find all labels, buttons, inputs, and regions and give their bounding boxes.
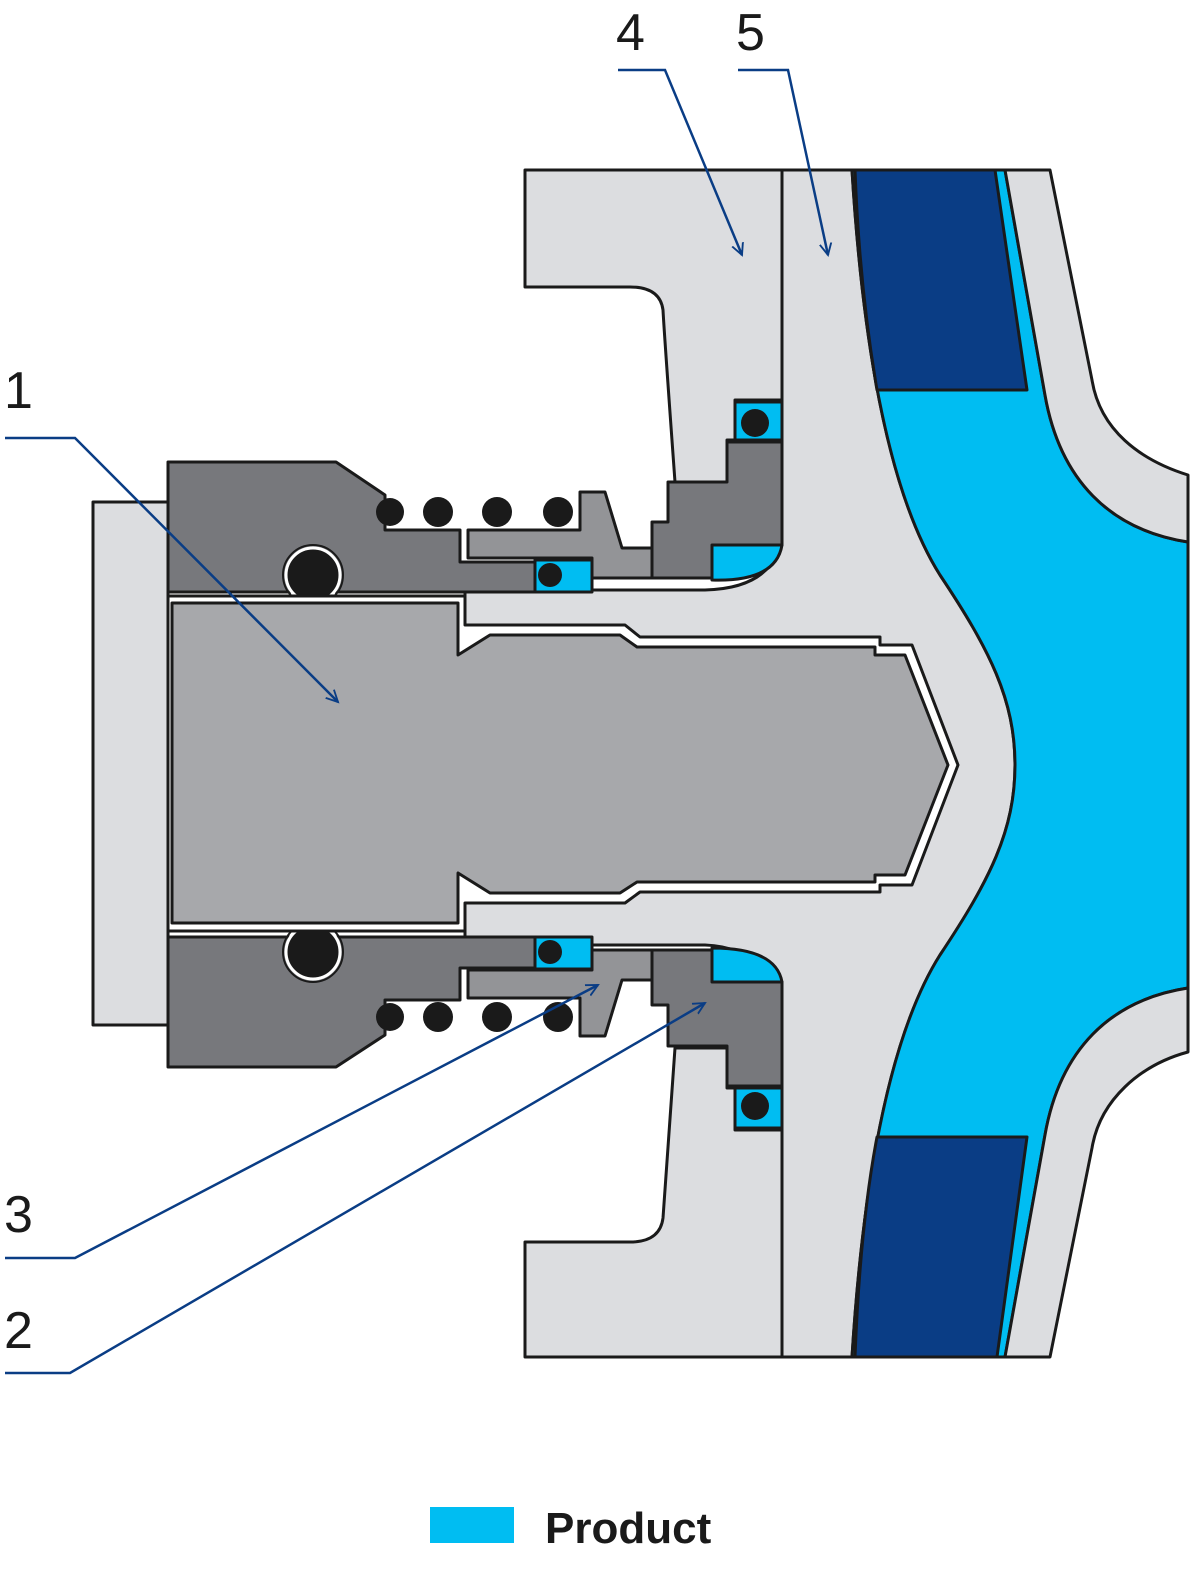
- drive-shaft-housing: [91, 500, 170, 1027]
- callout-2: 2: [4, 1302, 33, 1360]
- leader-line-4: [618, 68, 742, 255]
- leader-line-1: [5, 436, 338, 702]
- leader-line-2: [5, 1001, 705, 1375]
- impeller-block-top: [853, 168, 1029, 392]
- part-2-stationary-seat-bottom: [650, 948, 784, 1088]
- spring-coils-top: [376, 497, 573, 527]
- casing-arm-top: [1003, 168, 1190, 544]
- collar-oring-top: [284, 546, 342, 604]
- collar-oring-bottom: [284, 923, 342, 981]
- part-3-rotating-face-top: [466, 490, 654, 580]
- product-region: [850, 168, 1190, 1359]
- product-pocket-top: [710, 543, 784, 582]
- oring-top-housing: [741, 409, 769, 437]
- part-1-shaft: [170, 601, 950, 925]
- callout-3: 3: [4, 1186, 33, 1244]
- casing-arm-bottom: [1003, 986, 1190, 1359]
- face-oring-top: [538, 563, 562, 587]
- callout-5: 5: [736, 4, 765, 62]
- oring-bottom-housing: [741, 1092, 769, 1120]
- drive-collar-top: [166, 460, 537, 594]
- spring-coils-bottom: [376, 1002, 573, 1032]
- leader-line-3: [5, 983, 598, 1260]
- part-2-stationary-seat-top: [650, 440, 784, 580]
- leader-line-5: [738, 68, 828, 255]
- product-pocket-bottom: [710, 946, 784, 984]
- impeller-block-bottom: [853, 1135, 1029, 1359]
- legend-swatch-product: [430, 1507, 514, 1543]
- drive-collar-bottom: [166, 935, 537, 1069]
- callout-4: 4: [616, 4, 645, 62]
- face-oring-bottom: [538, 940, 562, 964]
- callout-1: 1: [4, 362, 33, 420]
- legend-label-product: Product: [545, 1504, 712, 1553]
